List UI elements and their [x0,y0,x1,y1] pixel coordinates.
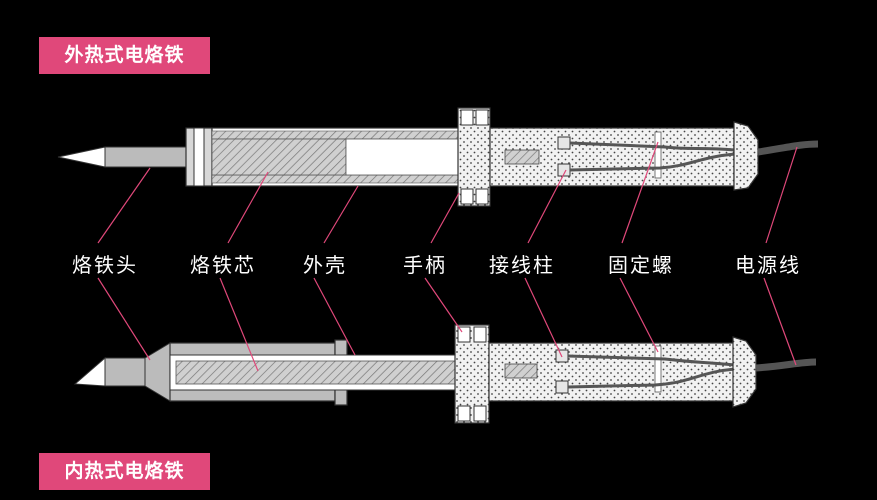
tip-pointer-top [97,167,151,244]
core-pointer-top [227,171,269,244]
handle-pointer-bottom [424,277,463,333]
label-power-cord: 电源线 [735,253,801,277]
external-iron-core [211,138,347,176]
cord-pointer-top [765,146,798,244]
internal-iron-power-cord [755,358,817,372]
external-iron [57,107,819,207]
external-heating-iron-title: 外热式电烙铁 [39,37,210,74]
core-pointer-bottom [219,277,259,372]
external-iron-terminal [557,136,571,150]
terminal-pointer-bottom [524,277,563,358]
label-fixing-screw: 固定螺 [608,253,674,277]
screw-pointer-bottom [619,277,659,353]
internal-iron-fixing-screw [654,345,662,393]
pointer-lines [97,141,798,372]
cord-pointer-bottom [763,277,797,366]
label-tip: 烙铁头 [72,253,138,277]
internal-iron-core [175,360,491,385]
label-heating-core: 烙铁芯 [190,253,256,277]
external-iron-fixing-screw [654,131,662,179]
tip-pointer-bottom [97,277,151,361]
label-handle: 手柄 [403,253,447,277]
shell-pointer-bottom [313,277,356,356]
screw-pointer-top [621,141,659,244]
shell-pointer-top [323,185,359,244]
external-iron-tip [57,146,106,168]
label-terminal: 接线柱 [489,253,555,277]
internal-iron-tip [73,356,106,387]
handle-pointer-top [430,192,460,244]
label-shell: 外壳 [303,253,347,277]
terminal-pointer-top [527,169,567,244]
internal-heating-iron-title: 内热式电烙铁 [39,453,210,490]
internal-iron [73,324,817,424]
external-iron-power-cord [757,140,819,156]
